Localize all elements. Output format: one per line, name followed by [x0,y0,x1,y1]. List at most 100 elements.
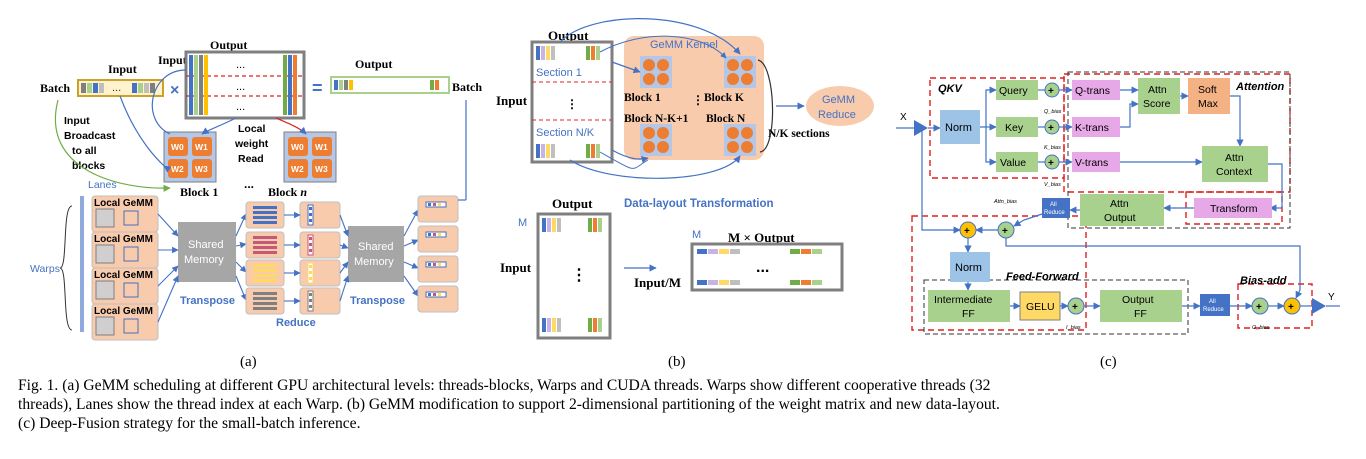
broadcast-l4: blocks [72,160,105,172]
attn-output-l2: Output [1104,212,1136,224]
shared-memory-2 [348,226,404,282]
i-bias-label: I_bias [1066,325,1081,331]
o-bias-label: O_bias [1252,325,1270,331]
shared-memory-1 [178,222,236,282]
b-m-label: M [518,217,527,229]
wn0-label: W0 [291,142,304,152]
v-bias-label: V_bias [1044,182,1061,188]
output-ff-l1: Output [1122,294,1154,306]
local-gemm-1: Local GeMM [94,198,153,209]
intermediate-l1: Intermediate [934,294,993,306]
caption-line-3: (c) Deep-Fusion strategy for the small-b… [18,415,361,432]
block-n-label: Block n [268,185,307,199]
key-box [996,117,1038,137]
panel-a: Input Batch ... × Output Input ... ... .… [30,38,482,370]
weight-matrix-cols [189,55,297,115]
transposed-blocks [245,201,341,315]
norm2-label: Norm [955,262,982,274]
panel-b: Output Input Section 1 ⋮ Section N/K GeM… [496,18,874,370]
a-input-side-label: Input [158,53,187,67]
times-sign: × [170,82,179,99]
gemm-reduce [806,86,874,126]
wn3-label: W3 [315,164,328,174]
attn-score-l2: Score [1143,98,1171,110]
attn-score-box [1138,78,1180,114]
equals-sign: = [312,78,323,98]
a-batch-right-label: Batch [452,80,482,94]
a-output-label: Output [210,38,247,52]
ff-region [911,215,1087,331]
b-blockK: Block K [704,92,744,104]
reduce-label: Reduce [276,317,316,329]
attn-bias-label: Attn_bias [993,199,1017,205]
gemm-reduce-l1: GeMM [822,94,855,106]
dlt-label: Data-layout Transformation [624,198,774,210]
y-label: Y [1328,292,1335,303]
plus-v: + [1048,158,1054,169]
shared-mem-2-l2: Memory [354,256,394,268]
all-reduce-1-l1: All [1050,202,1057,208]
v-trans-box [1072,152,1120,172]
reshaped-dots: ... [756,259,769,276]
broadcast-l1: Input [64,115,90,127]
shared-mem-2-l1: Shared [358,241,393,253]
broadcast-l2: Broadcast [64,130,116,142]
block-1-warps [168,137,212,178]
attn-output-l1: Attn [1110,198,1129,210]
x-input-triangle [914,120,928,136]
a-input-ellipsis: ... [112,82,121,94]
a-batch-left-label: Batch [40,81,70,95]
w3-label: W3 [195,164,208,174]
output-vector [330,76,450,94]
transform-box [1194,198,1272,218]
bias-plus-gold-text: + [1288,302,1294,313]
matrix-dots-1: ... [236,59,245,71]
attention-label: Attention [1235,81,1285,93]
shared-mem-1-l2: Memory [184,254,224,266]
w2-label: W2 [171,164,184,174]
y-output-triangle [1312,298,1326,314]
a-output-right-label: Output [355,57,392,71]
output-ff-l2: FF [1134,308,1147,320]
subcaption-b: (b) [668,354,686,370]
input-m-label: Input/M [634,275,681,290]
b-m2-label: M [692,229,701,241]
local-weight-l2: weight [234,138,269,150]
b-matrix-2 [536,212,612,340]
subcaption-a: (a) [240,354,257,370]
gelu-label: GELU [1026,301,1055,313]
wn1-label: W1 [315,142,328,152]
svg-text:⋮: ⋮ [692,93,704,107]
gemm-reduce-l2: Reduce [818,109,856,121]
block-n-warps [288,137,332,178]
lanes-label: Lanes [88,179,117,191]
attn-output-box [1080,194,1164,226]
a-input-label: Input [108,62,137,76]
b-weight-matrix [530,40,614,164]
qkv-label: QKV [938,83,964,95]
matrix-dots-2: ... [236,81,245,93]
broadcast-curve [119,95,172,173]
attn-score-l1: Attn [1148,84,1167,96]
gelu-box [1019,291,1061,321]
local-weight-l1: Local [238,123,266,135]
output-ff-box [1100,290,1182,322]
attn-context-l2: Context [1216,166,1252,178]
transpose-1: Transpose [180,295,235,307]
local-weight-l3: Read [238,153,264,165]
softmax-l1: Soft [1198,84,1217,96]
value-box [996,152,1038,172]
softmax-box [1188,78,1230,114]
local-gemm-2: Local GeMM [94,234,153,245]
section-nk-label: Section N/K [536,127,595,139]
feed-forward-label: Feed-Forward [1006,271,1079,283]
broadcast-l3: to all [72,145,97,157]
norm-box [940,110,980,144]
plus-k: + [1048,123,1054,134]
local-gemm-4: Local GeMM [94,306,153,317]
b-output2-label: Output [552,196,593,211]
q-bias-label: Q_bias [1044,109,1062,115]
section-1-label: Section 1 [536,67,582,79]
k-trans-label: K-trans [1075,122,1109,134]
